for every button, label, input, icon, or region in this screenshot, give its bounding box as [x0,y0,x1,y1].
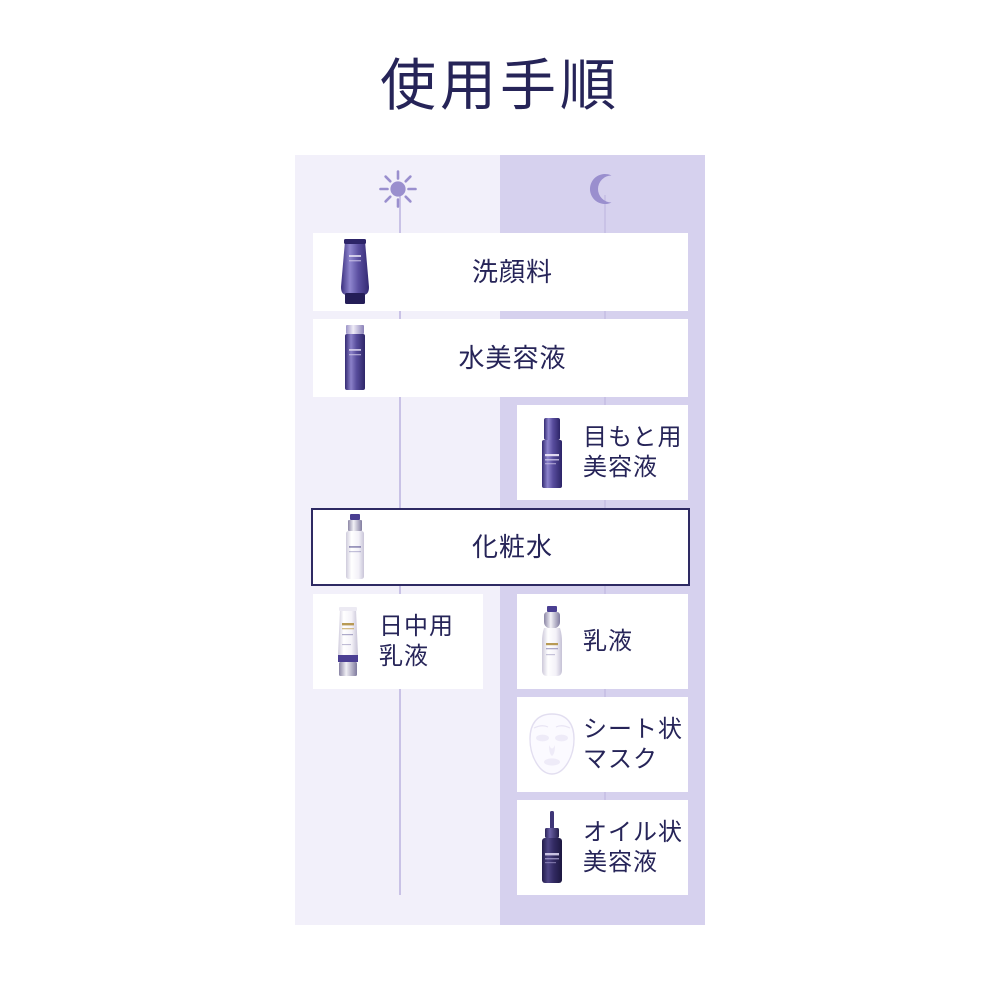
product-thumb-cleansing-tube [313,237,397,307]
product-thumb-lotion-bottle [313,512,397,582]
product-thumb-emulsion-bottle [521,603,583,681]
step-row-2: 水美容液 [295,319,705,397]
step-label-5-day: 日中用 乳液 [379,612,454,670]
step-label-7: オイル状 美容液 [583,818,683,876]
moon-icon [589,174,611,204]
product-thumb-eye-serum-bottle [521,415,583,491]
product-thumb-sheet-mask [521,712,583,778]
step-card-emulsion[interactable]: 乳液 [517,594,688,689]
step-card-lotion[interactable]: 化粧水 [311,508,690,586]
step-row-6: シート状 マスク [295,697,705,792]
step-row-1: 洗顔料 [295,233,705,311]
step-row-4: 化粧水 [295,508,705,586]
product-thumb-oil-serum-dropper [521,809,583,887]
step-card-water-serum[interactable]: 水美容液 [313,319,688,397]
day-column-header [295,155,500,223]
step-card-oil-serum[interactable]: オイル状 美容液 [517,800,688,895]
step-row-3: 目もと用 美容液 [295,405,705,500]
product-thumb-day-emulsion-tube [317,603,379,681]
step-label-3: 目もと用 美容液 [583,423,683,481]
step-card-day-emulsion[interactable]: 日中用 乳液 [313,594,483,689]
step-label-5-night: 乳液 [583,627,633,655]
step-card-eye-serum[interactable]: 目もと用 美容液 [517,405,688,500]
step-card-cleanser[interactable]: 洗顔料 [313,233,688,311]
routine-panel: 洗顔料 [295,155,705,925]
step-label-2: 水美容液 [458,342,567,373]
column-header-row [295,155,705,223]
step-row-5: 日中用 乳液 [295,594,705,689]
step-label-6: シート状 マスク [583,715,683,773]
step-card-sheet-mask[interactable]: シート状 マスク [517,697,688,792]
page-title: 使用手順 [380,56,620,118]
night-column-header [500,155,705,223]
sun-icon [378,170,417,208]
step-label-1: 洗顔料 [471,256,553,287]
step-row-7: オイル状 美容液 [295,800,705,895]
step-label-4: 化粧水 [471,531,553,562]
product-thumb-purple-bottle [313,323,397,393]
